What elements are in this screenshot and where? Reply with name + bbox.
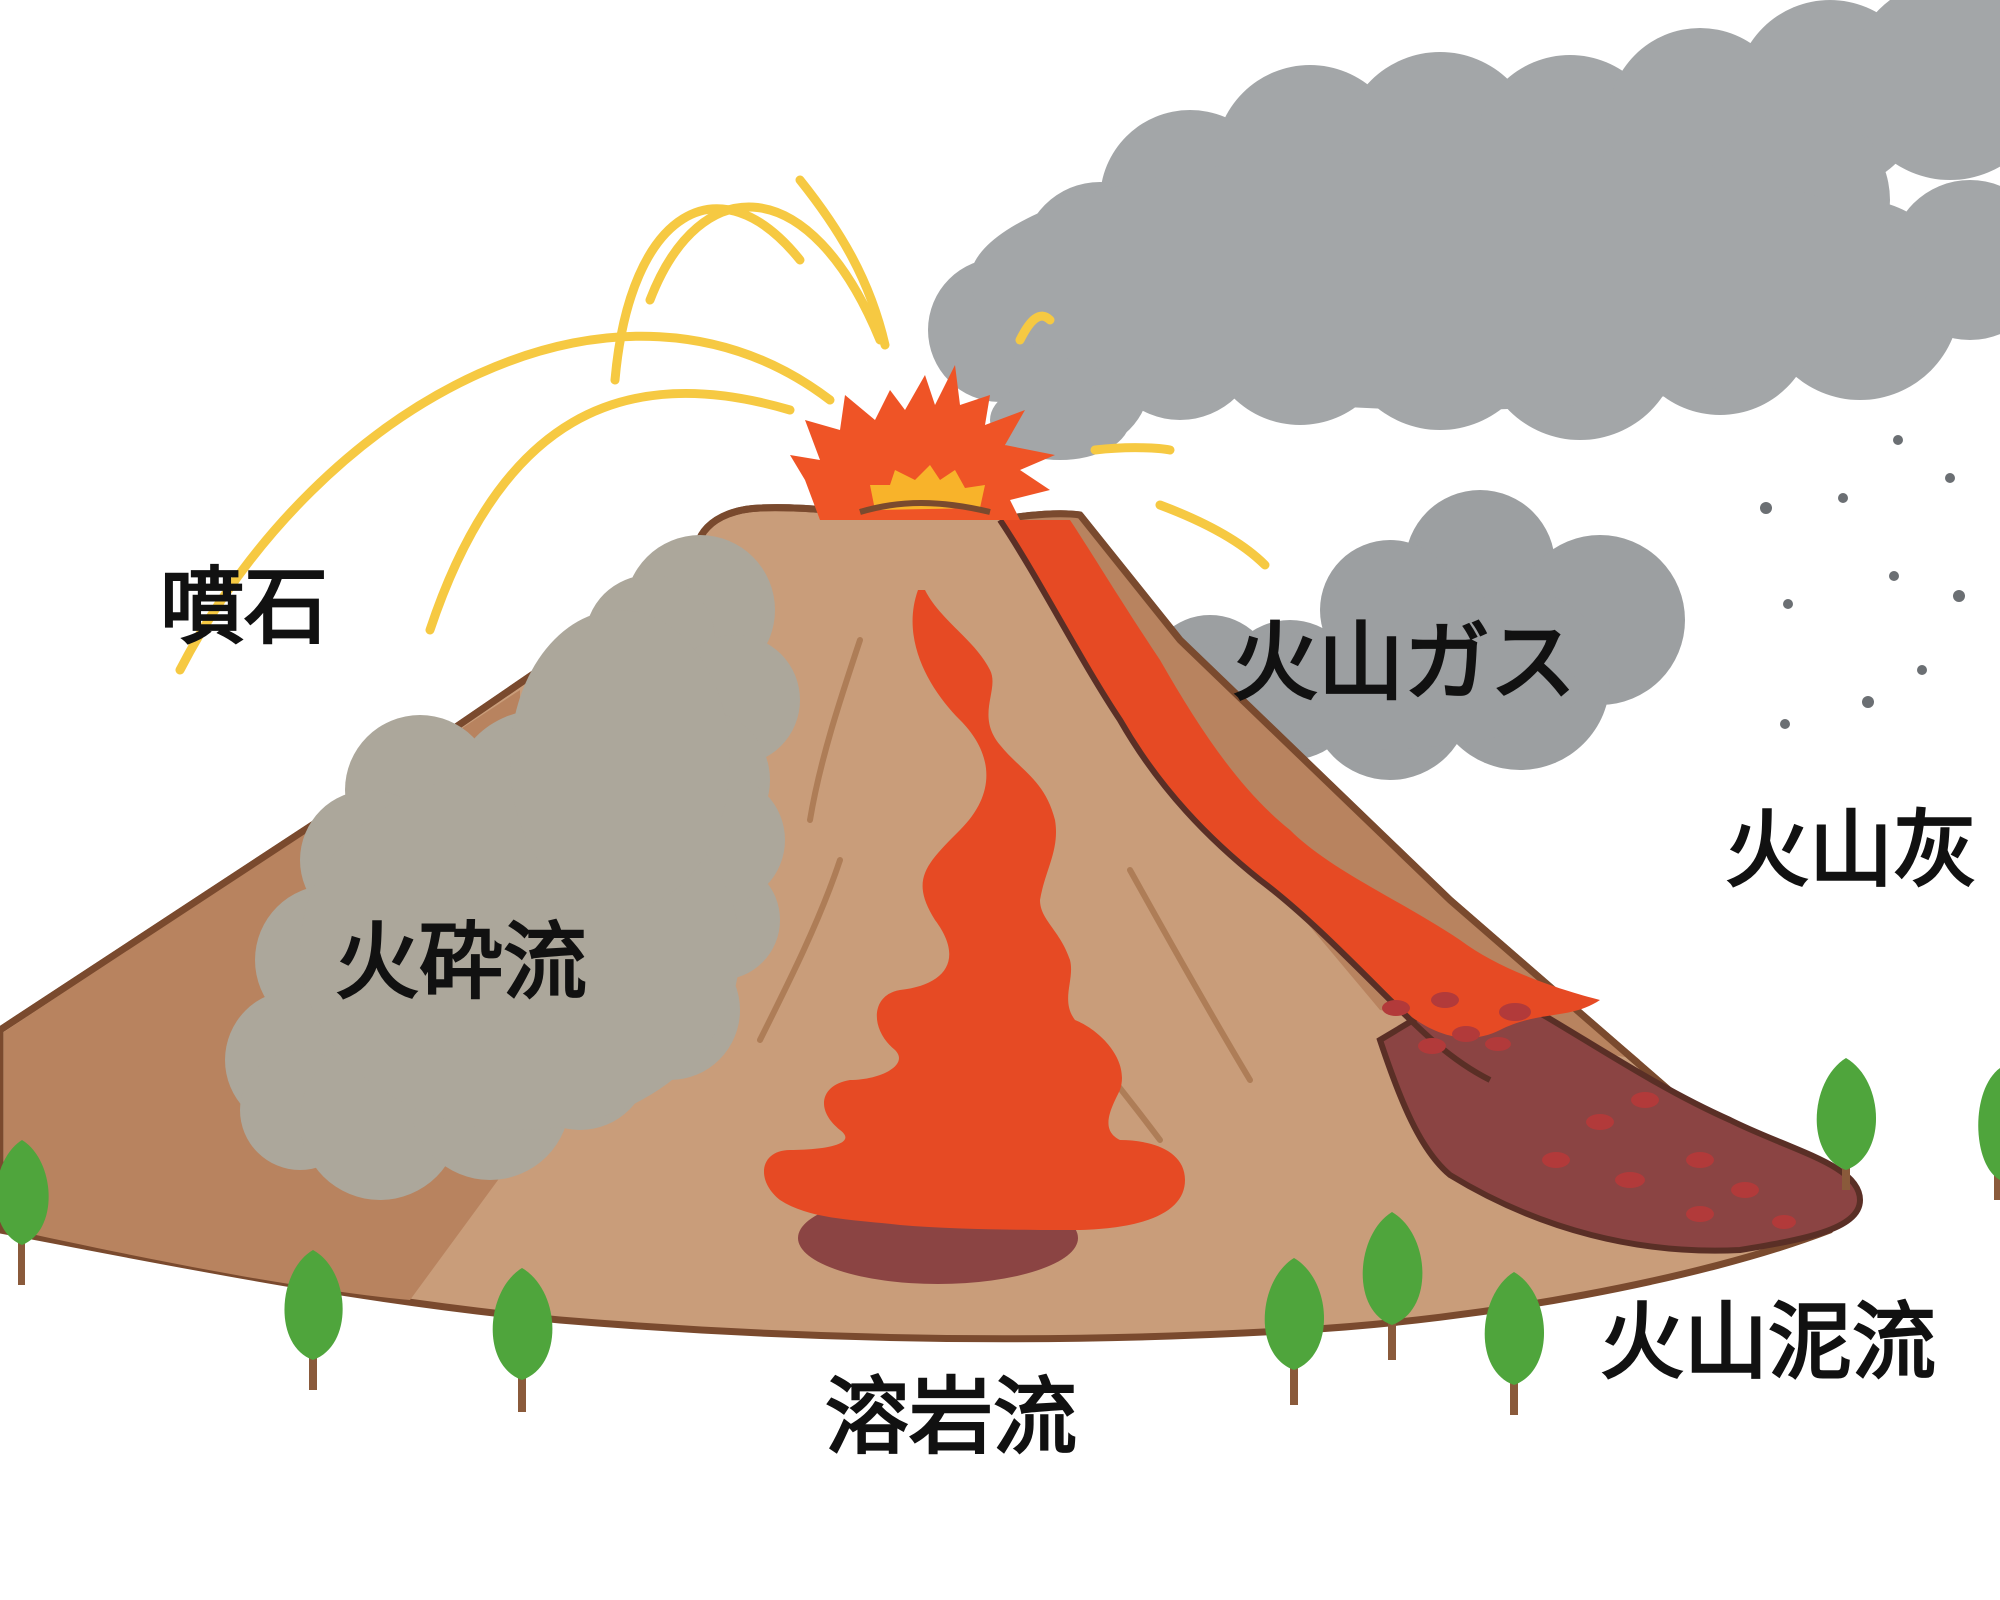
explosion-inner [870, 465, 985, 510]
lahar-flow [997, 518, 1864, 1254]
tree [492, 1268, 553, 1412]
label-pyroclastic-flow: 火砕流 [335, 913, 588, 1011]
ash-cloud [928, 0, 2000, 460]
label-volcanic-gas: 火山ガス [1232, 613, 1576, 713]
explosion-outer [790, 365, 1055, 520]
eruption-explosion [790, 365, 1055, 520]
label-lava-flow: 溶岩流 [825, 1368, 1078, 1466]
tree [1816, 1058, 1877, 1190]
tree [0, 1140, 49, 1285]
pyroclastic-flow-cloud [225, 535, 800, 1200]
ejecta-arcs [175, 175, 1270, 675]
tree [1264, 1258, 1325, 1405]
tree [284, 1250, 343, 1390]
right-lava-flow [1000, 520, 1600, 1038]
central-lava-flow [763, 590, 1185, 1284]
label-volcanic-ash: 火山灰 [1725, 801, 1978, 899]
tree [1484, 1272, 1545, 1415]
trees [0, 1058, 2000, 1415]
tree [1362, 1212, 1423, 1360]
label-lahar: 火山泥流 [1600, 1293, 1937, 1391]
label-ejecta: 噴石 [160, 558, 329, 656]
volcanic-ash-particles [1760, 435, 1965, 729]
central-lava [763, 590, 1185, 1230]
tree [1978, 1068, 2000, 1200]
mountain-shadow-right [1010, 513, 1640, 1060]
